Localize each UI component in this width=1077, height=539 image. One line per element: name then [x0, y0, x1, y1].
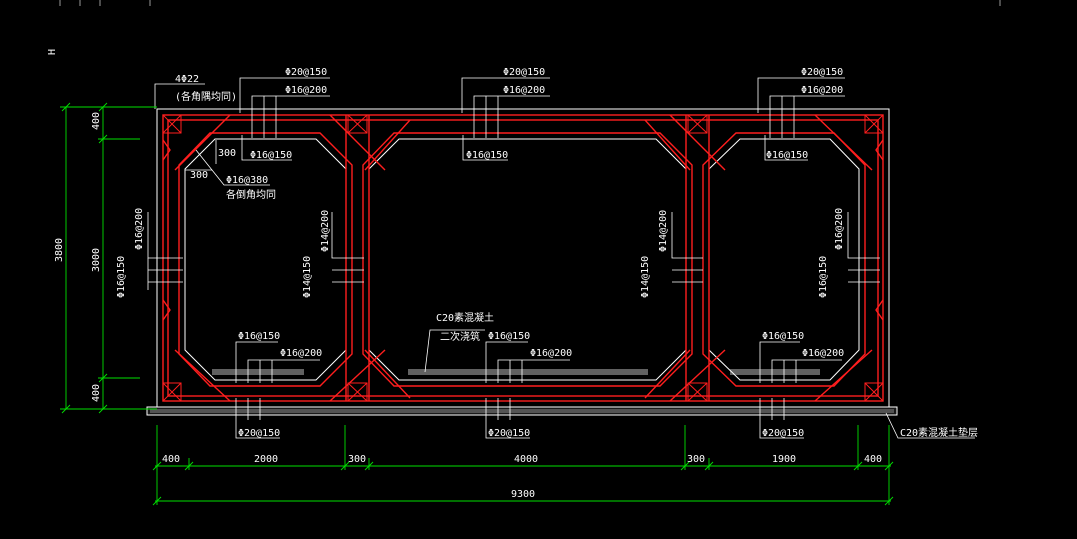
label-mid-top-inner: Φ16@200: [503, 85, 545, 96]
dim-mid-cell: 4000: [514, 454, 538, 465]
label-left-inner-a: Φ14@200: [320, 210, 331, 252]
label-left-outer-a: Φ16@200: [134, 208, 145, 250]
label-corner-bars: 4Φ22: [175, 74, 199, 85]
dim-left-cell: 2000: [254, 454, 278, 465]
second-pour-strips: [212, 369, 820, 375]
leader-lines: [147, 77, 975, 439]
dimension-lines: [60, 102, 894, 506]
label-haunch-h: 300: [218, 148, 236, 159]
label-left-top-outer: Φ20@150: [285, 67, 327, 78]
label-right-top-haunch: Φ16@150: [766, 150, 808, 161]
label-right-outer-b: Φ16@150: [818, 256, 829, 298]
label-left-top-haunch: Φ16@150: [250, 150, 292, 161]
rebar-labels: 4Φ22 (各角隅均同) Φ20@150 Φ16@200 Φ20@150 Φ16…: [116, 67, 978, 439]
label-mid-top-haunch: Φ16@150: [466, 150, 508, 161]
label-mid-bot-b: Φ16@200: [530, 348, 572, 359]
dim-inner-height: 3000: [91, 248, 102, 272]
label-left-bot-a: Φ16@150: [238, 331, 280, 342]
dim-total-height: 3800: [54, 238, 65, 262]
label-haunch-bar: Φ16@380: [226, 175, 268, 186]
cell-outlines: [184, 138, 860, 381]
dim-top-slab: 400: [91, 112, 102, 130]
label-right-top-inner: Φ16@200: [801, 85, 843, 96]
cushion-hatch: [150, 409, 894, 413]
label-mid-bot-a: Φ16@150: [488, 331, 530, 342]
corner-cross-marks: [162, 114, 884, 402]
dim-mid-wall-2: 300: [687, 454, 705, 465]
dim-total-width: 9300: [511, 489, 535, 500]
dimension-labels: 3800 400 3000 400 400 2000 300 4000 300 …: [54, 112, 882, 500]
label-right-inner-b: Φ14@150: [640, 256, 651, 298]
label-left-inner-b: Φ14@150: [302, 256, 313, 298]
label-right-bot-a: Φ16@150: [762, 331, 804, 342]
label-haunch-note: 各倒角均同: [226, 188, 276, 201]
label-left-under: Φ20@150: [238, 428, 280, 439]
label-right-under: Φ20@150: [762, 428, 804, 439]
dim-bottom-slab: 400: [91, 384, 102, 402]
label-left-bot-b: Φ16@200: [280, 348, 322, 359]
label-c20-concrete: C20素混凝土: [436, 311, 494, 324]
label-mid-under: Φ20@150: [488, 428, 530, 439]
label-mid-top-outer: Φ20@150: [503, 67, 545, 78]
label-haunch-w: 300: [190, 170, 208, 181]
dim-right-cell: 1900: [772, 454, 796, 465]
label-left-outer-b: Φ16@150: [116, 256, 127, 298]
dim-left-wall: 400: [162, 454, 180, 465]
dim-right-wall: 400: [864, 454, 882, 465]
label-second-pour: 二次浇筑: [440, 330, 480, 343]
label-corner-bars-note: (各角隅均同): [175, 90, 237, 103]
dim-mid-wall-1: 300: [348, 454, 366, 465]
viewport-top-guides: [59, 0, 1001, 6]
label-cushion: C20素混凝土垫层: [900, 426, 978, 439]
rebar-cage: [162, 114, 884, 402]
label-left-top-inner: Φ16@200: [285, 85, 327, 96]
label-right-inner-a: Φ14@200: [658, 210, 669, 252]
label-right-bot-b: Φ16@200: [802, 348, 844, 359]
label-right-top-outer: Φ20@150: [801, 67, 843, 78]
axis-h-label: H: [47, 49, 58, 55]
label-right-outer-a: Φ16@200: [834, 208, 845, 250]
